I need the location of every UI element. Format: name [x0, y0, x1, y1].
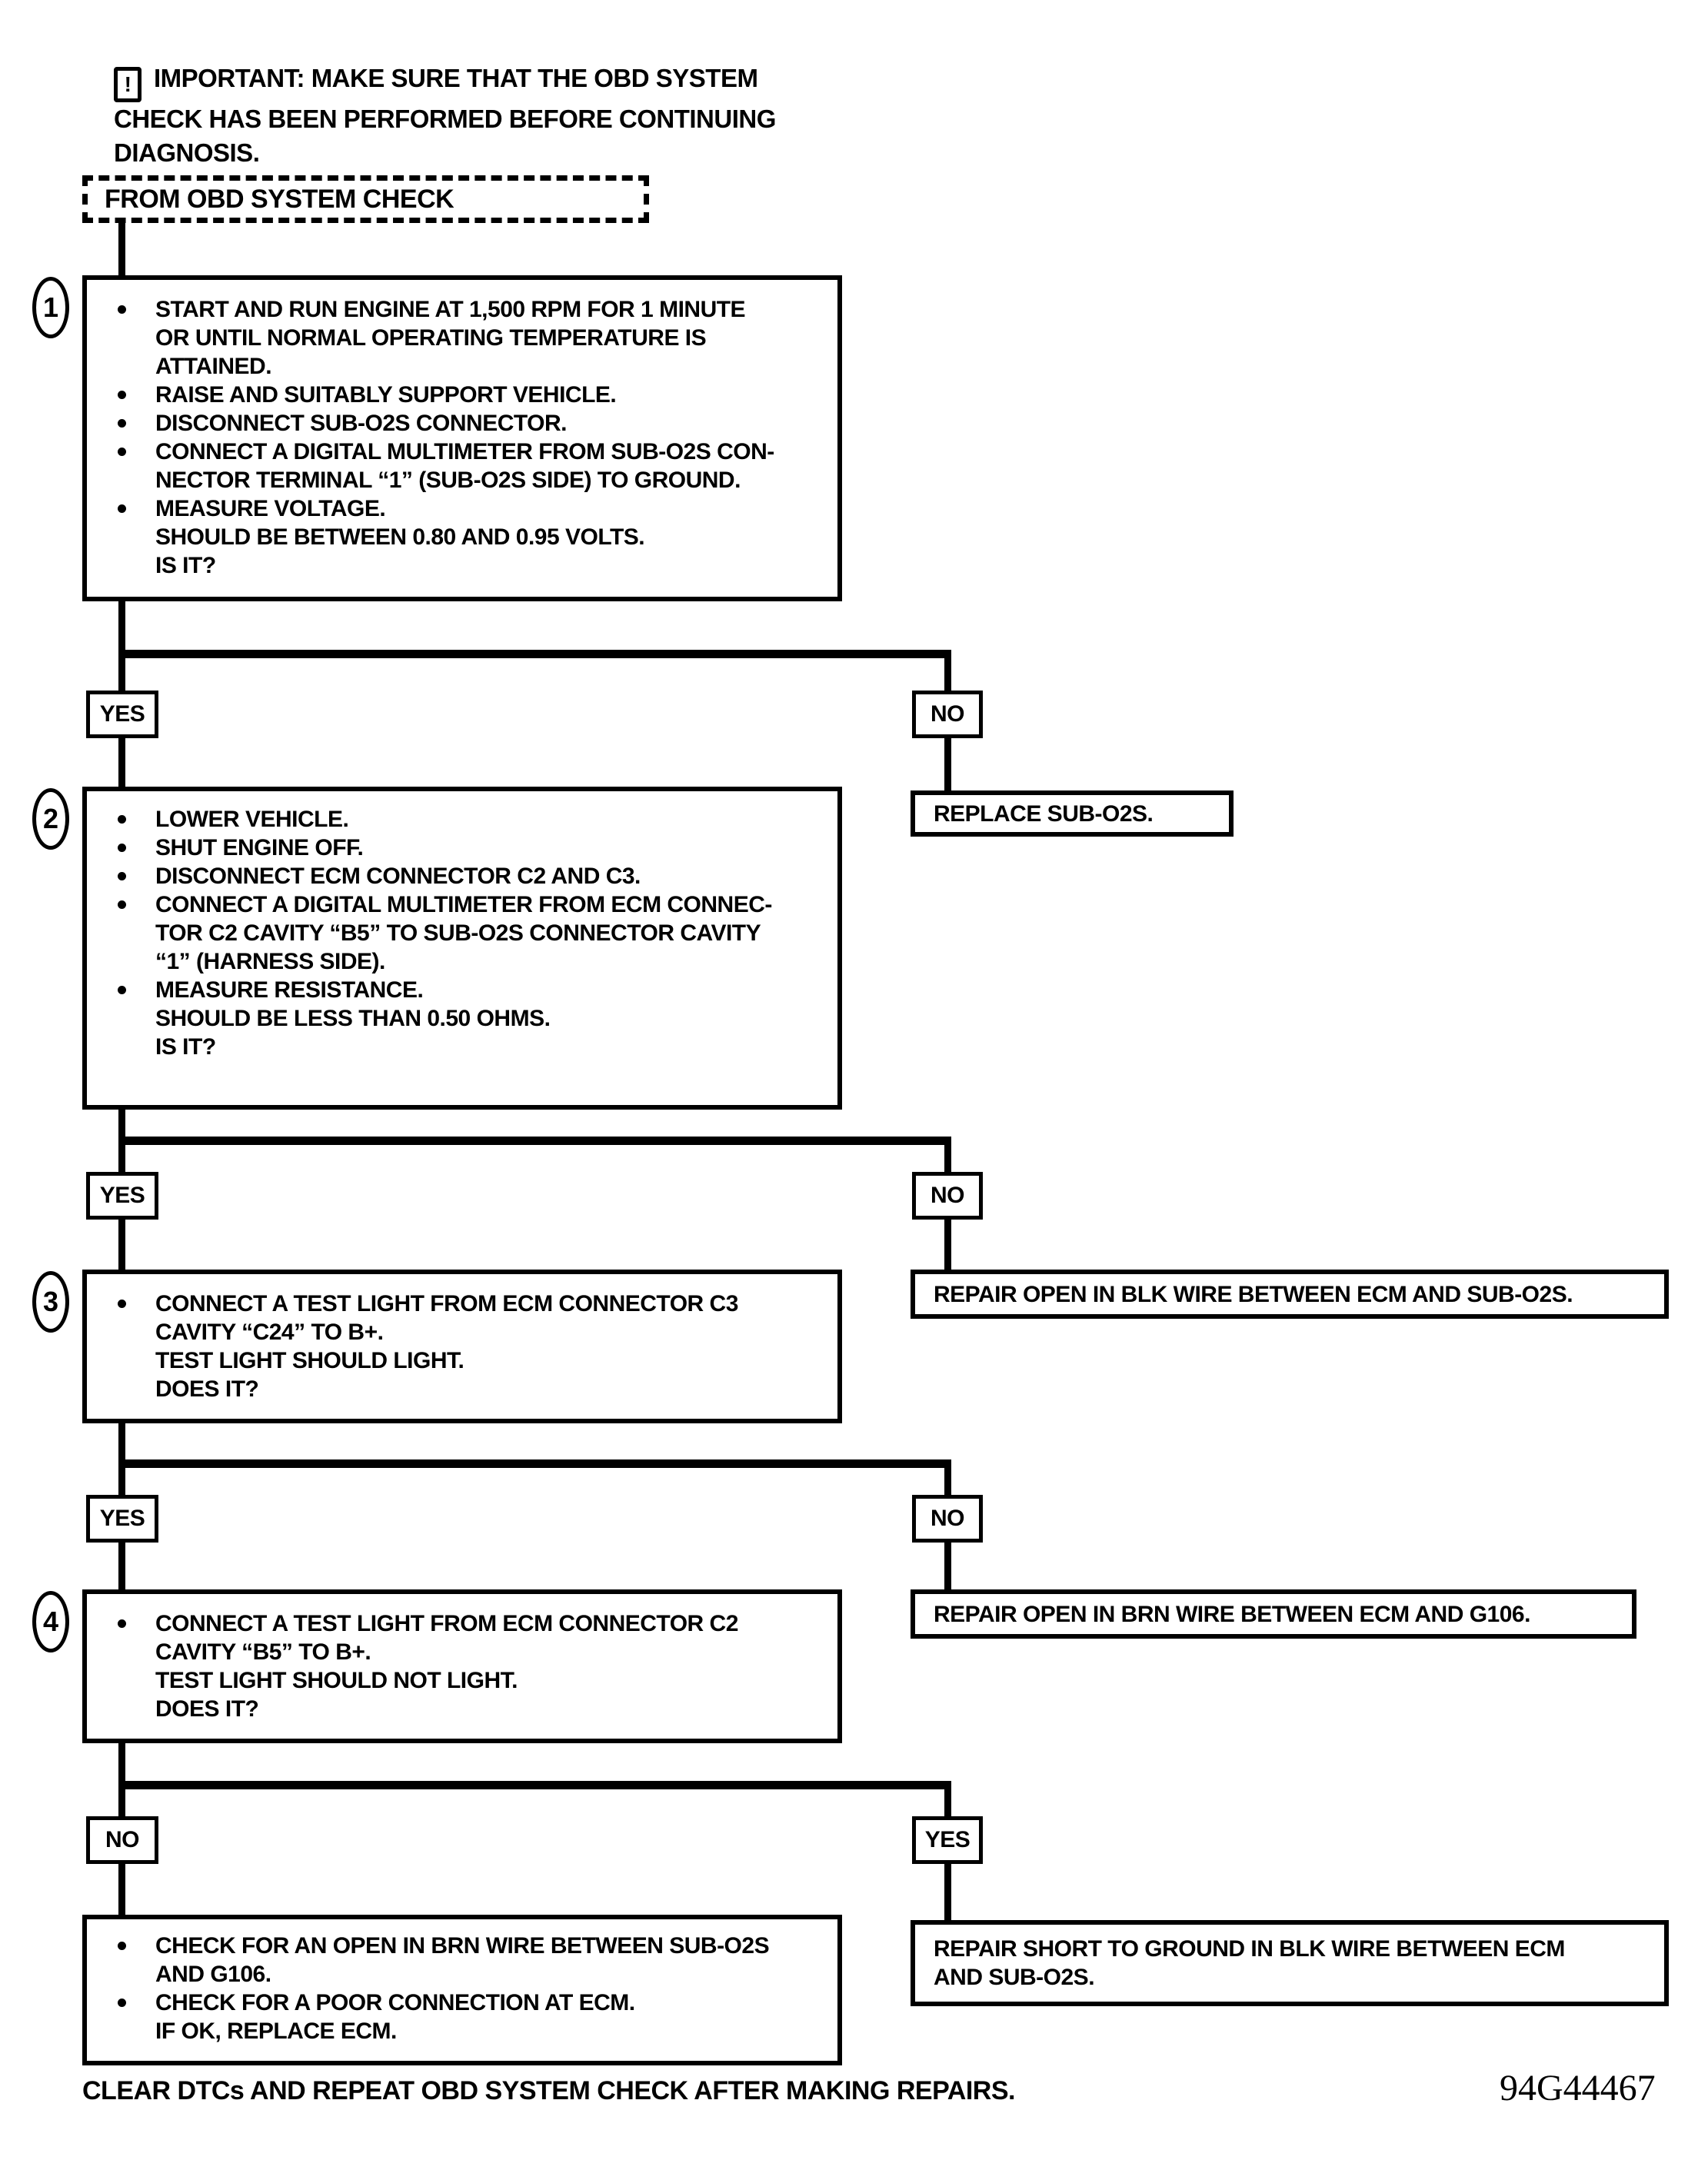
connector-line	[118, 1781, 951, 1789]
bullet-icon	[118, 815, 126, 824]
bullet-item: CONNECT A DIGITAL MULTIMETER FROM ECM CO…	[110, 890, 827, 976]
branch-label-no-2: NO	[912, 1172, 983, 1220]
connector-line	[944, 1459, 951, 1495]
bullet-item: START AND RUN ENGINE AT 1,500 RPM FOR 1 …	[110, 295, 827, 381]
bullet-text: MEASURE RESISTANCE. SHOULD BE LESS THAN …	[155, 977, 551, 1060]
step-number-1: 1	[32, 277, 69, 338]
bullet-icon	[118, 391, 126, 399]
important-icon: !	[114, 67, 142, 102]
bullet-icon	[118, 305, 126, 314]
bullet-icon	[118, 872, 126, 880]
bullet-item: SHUT ENGINE OFF.	[110, 834, 827, 862]
start-box: FROM OBD SYSTEM CHECK	[82, 175, 649, 223]
branch-label-yes-4: YES	[912, 1816, 983, 1864]
branch-label-no-4: NO	[86, 1816, 158, 1864]
branch-label-yes-3: YES	[86, 1495, 158, 1543]
bullet-item: LOWER VEHICLE.	[110, 805, 827, 834]
bullet-text: START AND RUN ENGINE AT 1,500 RPM FOR 1 …	[155, 297, 746, 379]
branch-label-no-3: NO	[912, 1495, 983, 1543]
bullet-item: RAISE AND SUITABLY SUPPORT VEHICLE.	[110, 381, 827, 409]
bullet-item: CONNECT A TEST LIGHT FROM ECM CONNECTOR …	[110, 1290, 827, 1403]
connector-line	[944, 1137, 951, 1172]
bullet-item: DISCONNECT SUB-O2S CONNECTOR.	[110, 409, 827, 438]
connector-line	[118, 1459, 951, 1468]
bullet-text: CONNECT A TEST LIGHT FROM ECM CONNECTOR …	[155, 1291, 738, 1402]
bullet-icon	[118, 419, 126, 428]
bullet-item: CONNECT A DIGITAL MULTIMETER FROM SUB-O2…	[110, 438, 827, 494]
connector-line	[118, 1864, 125, 1915]
branch-label-yes-2: YES	[86, 1172, 158, 1220]
bullet-text: DISCONNECT ECM CONNECTOR C2 AND C3.	[155, 864, 641, 889]
connector-line	[118, 1743, 125, 1816]
branch-label-no-1: NO	[912, 691, 983, 738]
step-box-4: CONNECT A TEST LIGHT FROM ECM CONNECTOR …	[82, 1589, 842, 1743]
connector-line	[118, 1137, 951, 1145]
connector-line	[944, 738, 951, 790]
step-number-4: 4	[32, 1591, 69, 1652]
bullet-item: CHECK FOR A POOR CONNECTION AT ECM. IF O…	[110, 1989, 827, 2045]
bullet-text: LOWER VEHICLE.	[155, 807, 349, 832]
connector-line	[118, 1220, 125, 1270]
bullet-icon	[118, 986, 126, 994]
step-box-1: START AND RUN ENGINE AT 1,500 RPM FOR 1 …	[82, 275, 842, 601]
connector-line	[944, 1220, 951, 1270]
bullet-icon	[118, 1619, 126, 1628]
bullet-item: CONNECT A TEST LIGHT FROM ECM CONNECTOR …	[110, 1609, 827, 1723]
bullet-text: CONNECT A DIGITAL MULTIMETER FROM ECM CO…	[155, 892, 772, 974]
bullet-text: DISCONNECT SUB-O2S CONNECTOR.	[155, 411, 568, 436]
bullet-text: CHECK FOR AN OPEN IN BRN WIRE BETWEEN SU…	[155, 1933, 770, 1987]
connector-line	[118, 1543, 125, 1589]
bullet-icon	[118, 844, 126, 852]
bullet-item: MEASURE VOLTAGE. SHOULD BE BETWEEN 0.80 …	[110, 494, 827, 580]
connector-line	[118, 738, 125, 787]
step-number-2: 2	[32, 788, 69, 850]
step-number-3: 3	[32, 1271, 69, 1333]
connector-line	[118, 1423, 125, 1495]
bullet-text: CONNECT A DIGITAL MULTIMETER FROM SUB-O2…	[155, 439, 774, 493]
bullet-text: MEASURE VOLTAGE. SHOULD BE BETWEEN 0.80 …	[155, 496, 645, 578]
bullet-item: CHECK FOR AN OPEN IN BRN WIRE BETWEEN SU…	[110, 1932, 827, 1989]
bullet-icon	[118, 1999, 126, 2007]
result-repair-open-brn: REPAIR OPEN IN BRN WIRE BETWEEN ECM AND …	[911, 1589, 1636, 1639]
step-box-2: LOWER VEHICLE. SHUT ENGINE OFF. DISCONNE…	[82, 787, 842, 1110]
connector-line	[118, 650, 951, 658]
figure-id: 94G44467	[1500, 2068, 1656, 2108]
bullet-text: SHUT ENGINE OFF.	[155, 835, 364, 860]
step-box-3: CONNECT A TEST LIGHT FROM ECM CONNECTOR …	[82, 1270, 842, 1423]
connector-line	[944, 1781, 951, 1816]
bullet-icon	[118, 448, 126, 456]
bullet-text: CHECK FOR A POOR CONNECTION AT ECM. IF O…	[155, 1990, 635, 2044]
bullet-icon	[118, 1300, 126, 1308]
bullet-text: RAISE AND SUITABLY SUPPORT VEHICLE.	[155, 382, 617, 408]
result-repair-open-blk: REPAIR OPEN IN BLK WIRE BETWEEN ECM AND …	[911, 1270, 1669, 1319]
connector-line	[944, 1543, 951, 1589]
bullet-item: MEASURE RESISTANCE. SHOULD BE LESS THAN …	[110, 976, 827, 1061]
important-note: !IMPORTANT: MAKE SURE THAT THE OBD SYSTE…	[114, 62, 821, 170]
result-check-open-brn: CHECK FOR AN OPEN IN BRN WIRE BETWEEN SU…	[82, 1915, 842, 2065]
bullet-item: DISCONNECT ECM CONNECTOR C2 AND C3.	[110, 862, 827, 890]
result-replace-sub-o2s: REPLACE SUB-O2S.	[911, 790, 1234, 837]
connector-line	[118, 222, 125, 275]
footer-note: CLEAR DTCs AND REPEAT OBD SYSTEM CHECK A…	[82, 2076, 1015, 2105]
result-repair-short-blk: REPAIR SHORT TO GROUND IN BLK WIRE BETWE…	[911, 1920, 1669, 2006]
connector-line	[944, 650, 951, 691]
bullet-icon	[118, 1942, 126, 1950]
important-note-text: IMPORTANT: MAKE SURE THAT THE OBD SYSTEM…	[114, 64, 776, 167]
connector-line	[118, 601, 125, 691]
bullet-icon	[118, 900, 126, 909]
connector-line	[944, 1864, 951, 1920]
bullet-text: CONNECT A TEST LIGHT FROM ECM CONNECTOR …	[155, 1611, 738, 1722]
start-box-label: FROM OBD SYSTEM CHECK	[105, 184, 454, 214]
bullet-icon	[118, 504, 126, 513]
branch-label-yes-1: YES	[86, 691, 158, 738]
